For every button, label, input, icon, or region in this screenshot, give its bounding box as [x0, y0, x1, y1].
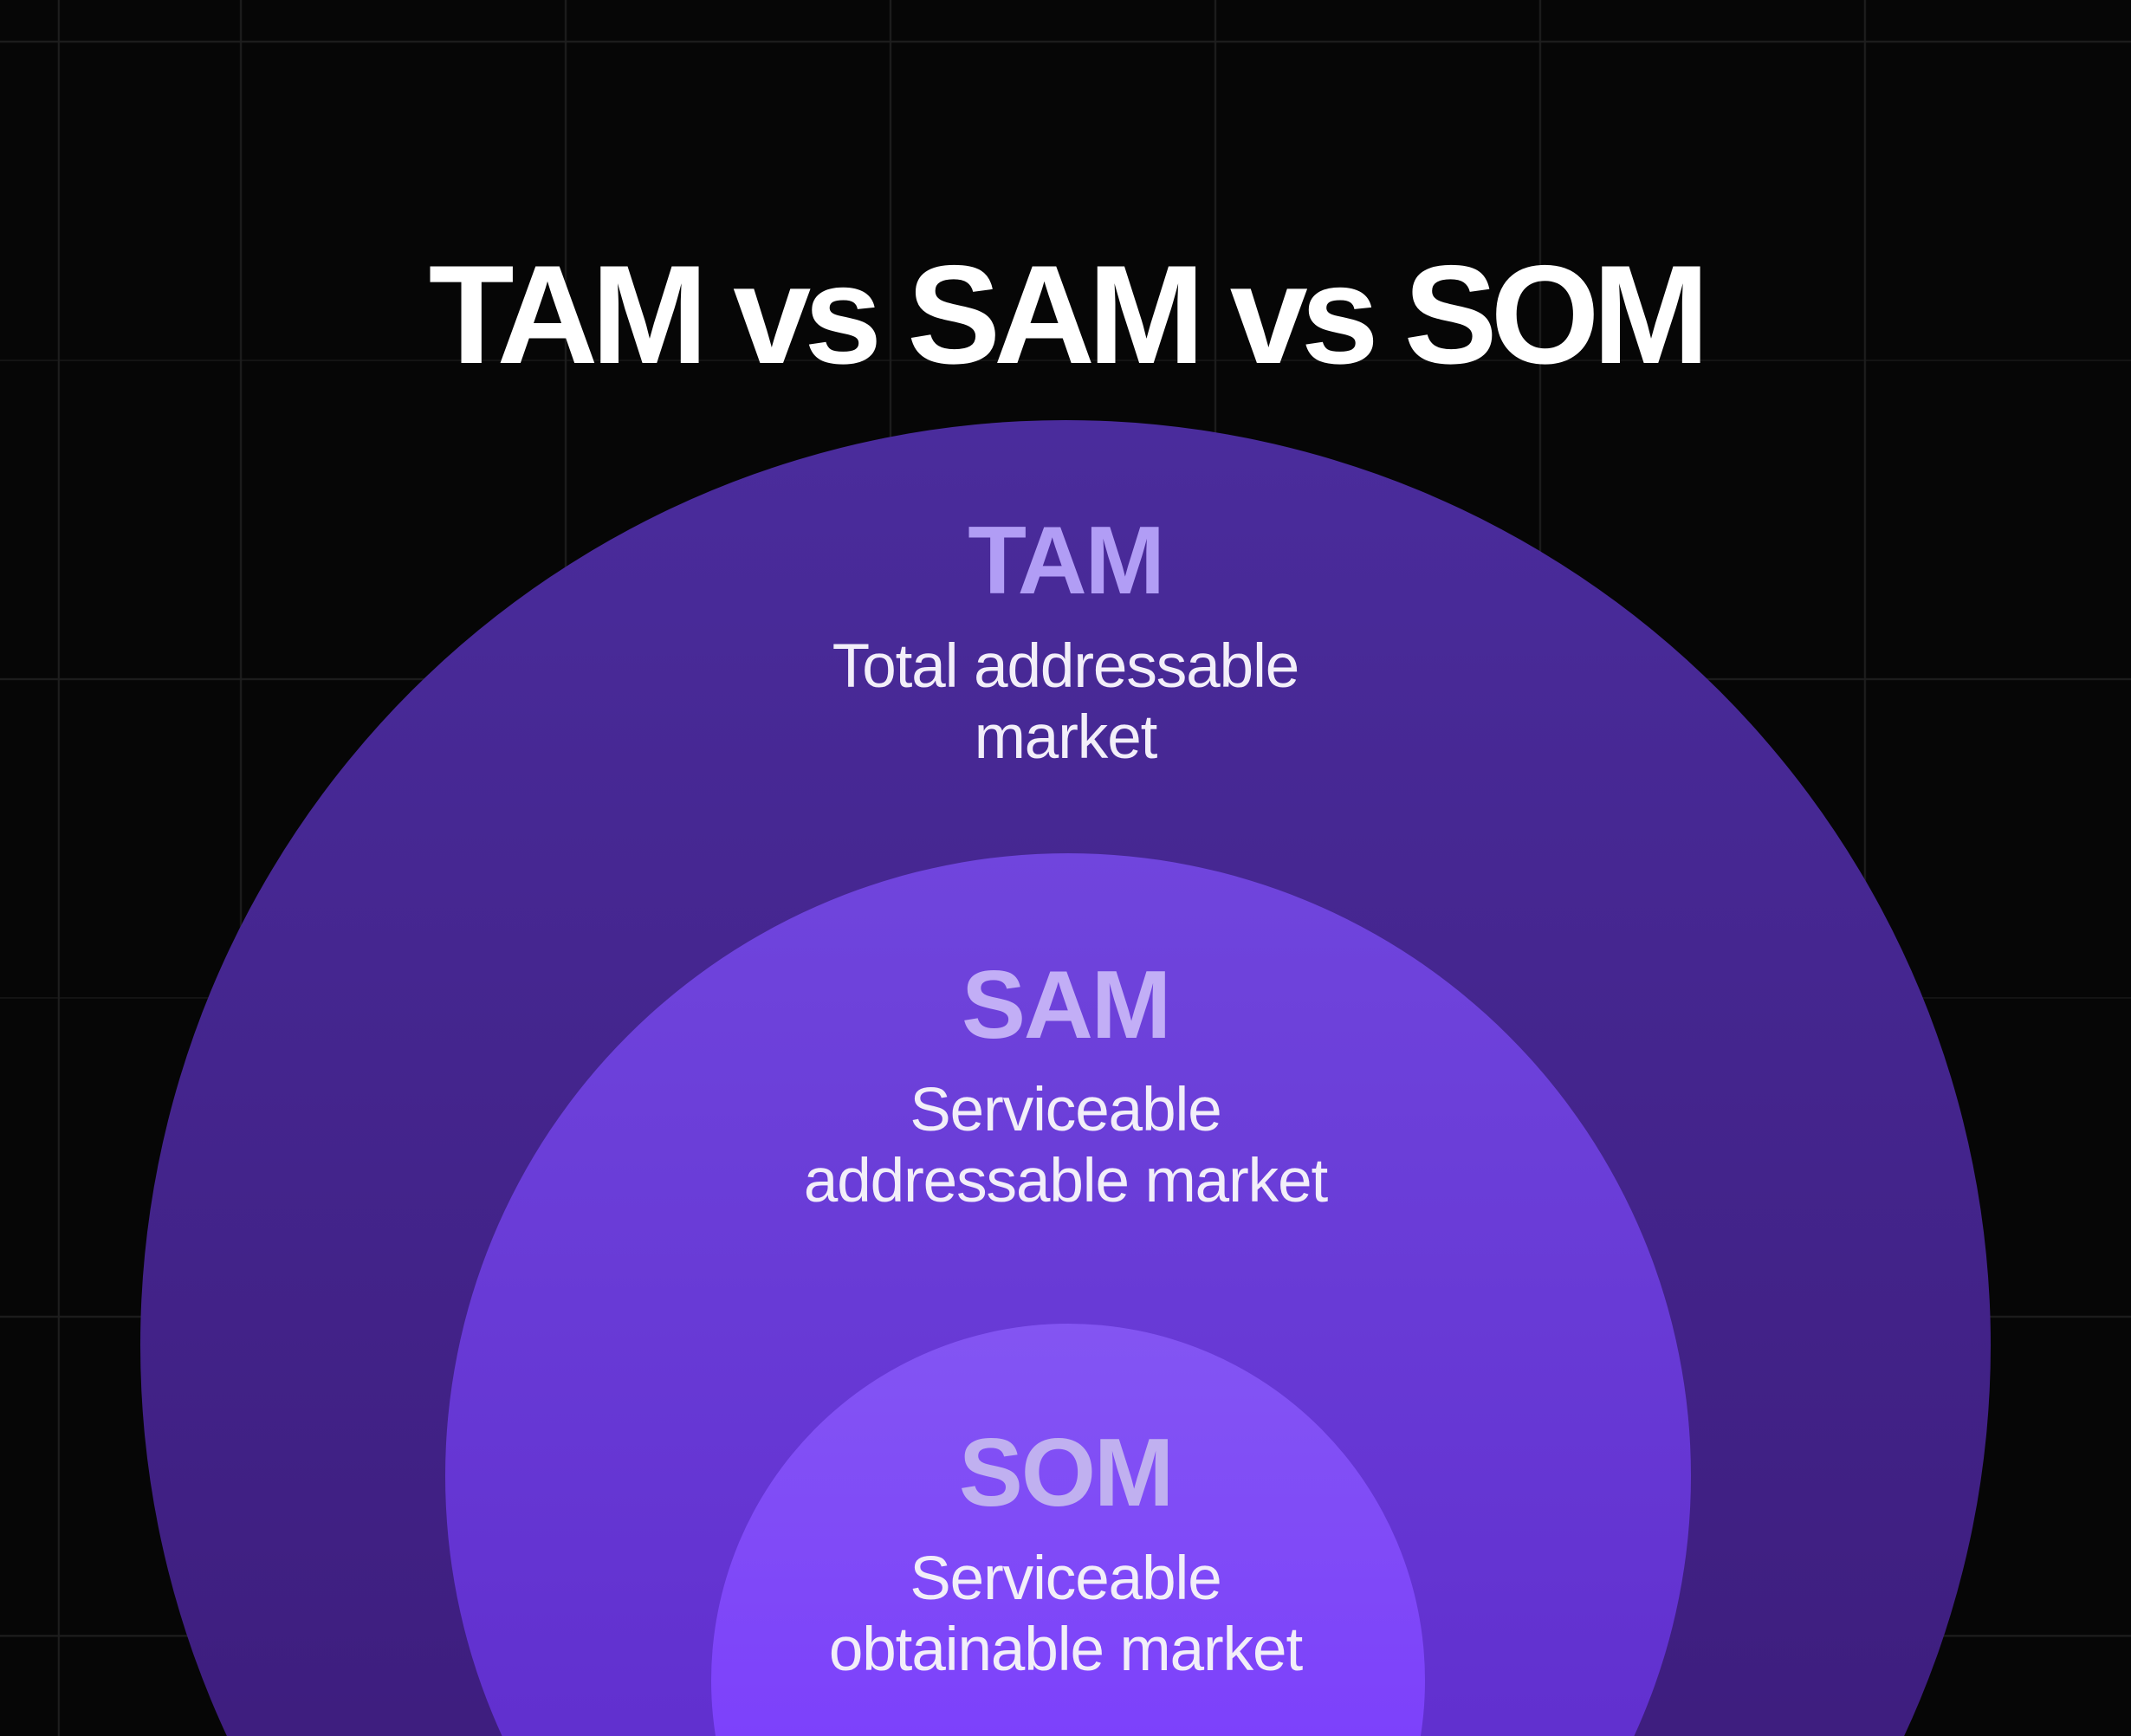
- tam-subtitle-line1: Total addressable: [832, 632, 1299, 701]
- som-label: SOM: [958, 1419, 1174, 1526]
- som-subtitle-line1: Serviceable: [910, 1545, 1221, 1613]
- sam-subtitle-line2: addressable market: [803, 1147, 1328, 1215]
- som-subtitle-line2: obtainable market: [828, 1616, 1303, 1684]
- tam-label: TAM: [968, 507, 1165, 614]
- tam-subtitle-line2: market: [974, 703, 1158, 772]
- page-title: TAM vs SAM vs SOM: [428, 236, 1710, 393]
- tam-subtitle: Total addressable market: [0, 632, 2131, 774]
- sam-subtitle: Serviceable addressable market: [0, 1075, 2131, 1217]
- sam-label: SAM: [961, 951, 1171, 1059]
- sam-subtitle-line1: Serviceable: [910, 1076, 1221, 1144]
- som-subtitle: Serviceable obtainable market: [0, 1544, 2131, 1686]
